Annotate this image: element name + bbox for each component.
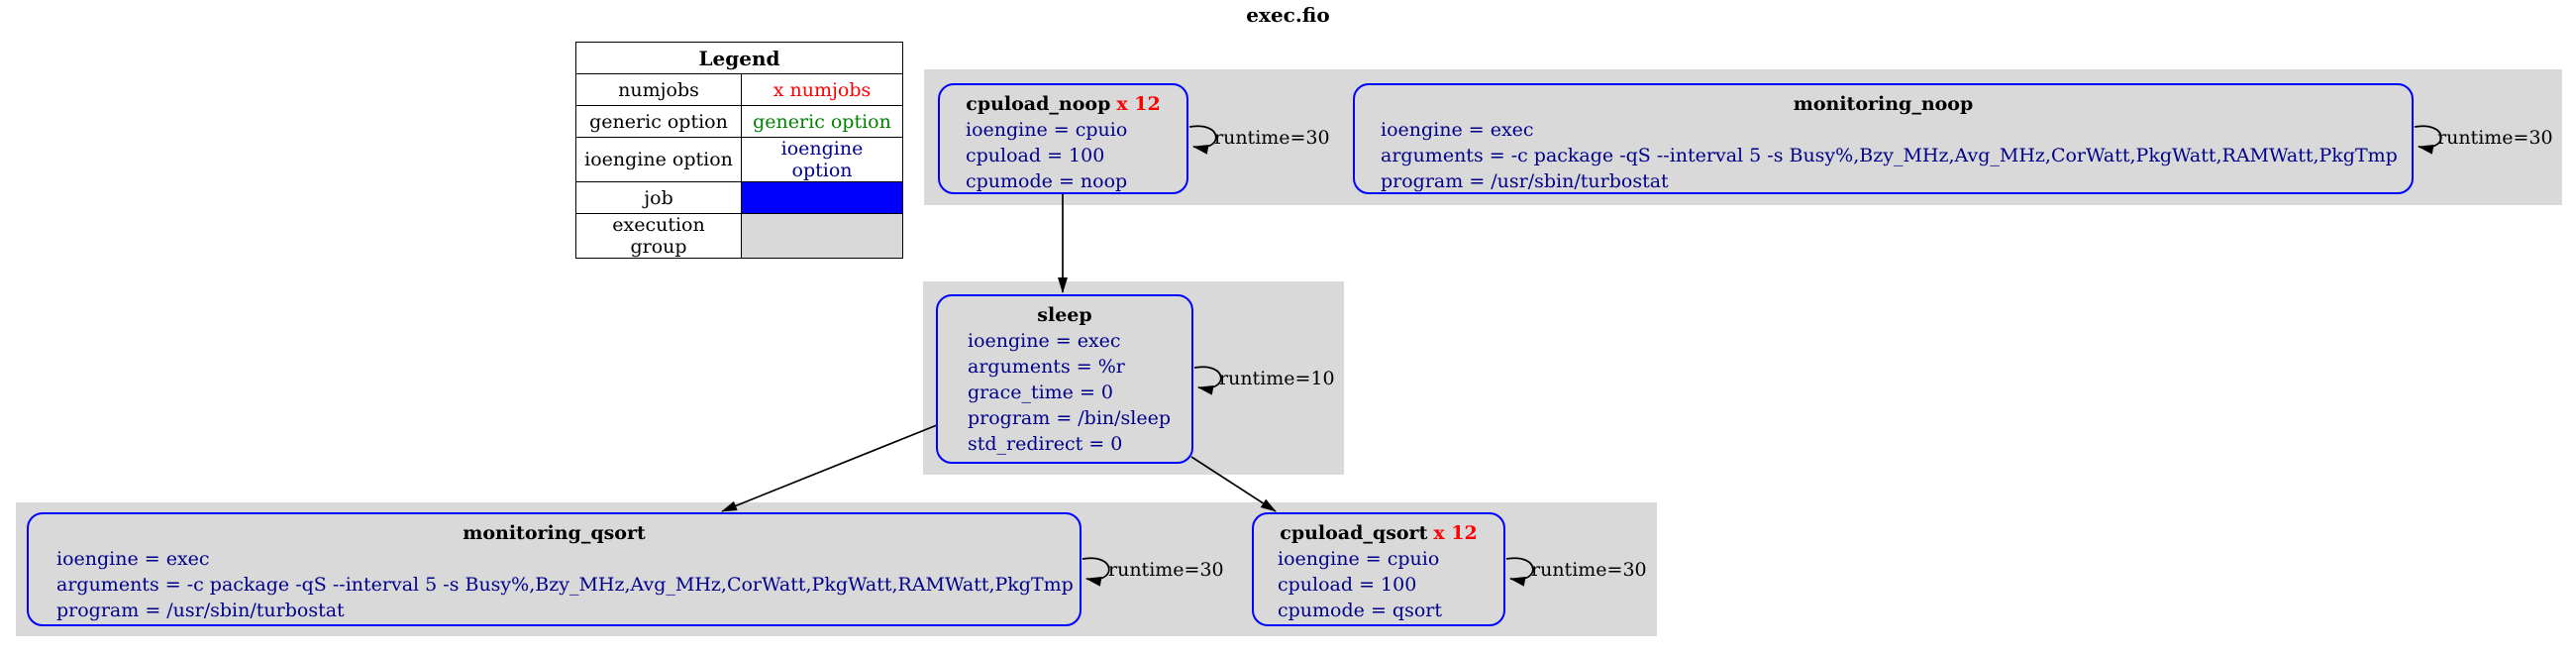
runtime-label-monitoring_noop: runtime=30 bbox=[2437, 127, 2553, 149]
job-options: ioengine = exec arguments = -c package -… bbox=[1355, 117, 2412, 194]
job-option: ioengine = exec bbox=[1381, 119, 1534, 141]
legend-header-row: Legend bbox=[575, 42, 903, 74]
job-option: ioengine = cpuio bbox=[1278, 548, 1440, 570]
legend-table: Legend numjobs x numjobs generic option … bbox=[575, 42, 903, 259]
job-option: cpuload = 100 bbox=[1278, 574, 1417, 596]
job-option: ioengine = exec bbox=[56, 548, 210, 570]
legend-label: numjobs bbox=[575, 73, 742, 106]
job-name: monitoring_qsort bbox=[463, 522, 646, 544]
legend-row-generic-option: generic option generic option bbox=[575, 105, 903, 138]
edge-sleep-monitoring_qsort bbox=[721, 424, 938, 512]
job-option: program = /bin/sleep bbox=[968, 407, 1172, 429]
legend-header: Legend bbox=[575, 42, 903, 74]
job-option: cpuload = 100 bbox=[966, 145, 1105, 166]
job-option: arguments = %r bbox=[968, 356, 1125, 378]
job-option: program = /usr/sbin/turbostat bbox=[56, 600, 345, 621]
legend-sample-ioengine: ioengine option bbox=[741, 137, 903, 182]
job-title: sleep bbox=[938, 302, 1191, 328]
job-node-monitoring_noop: monitoring_noop ioengine = exec argument… bbox=[1353, 83, 2414, 194]
legend-label: execution group bbox=[575, 213, 742, 259]
job-node-monitoring_qsort: monitoring_qsort ioengine = exec argumen… bbox=[27, 512, 1082, 626]
job-name: sleep bbox=[1037, 304, 1092, 326]
legend-sample-generic: generic option bbox=[741, 105, 903, 138]
runtime-label-sleep: runtime=10 bbox=[1219, 368, 1335, 389]
legend-label: ioengine option bbox=[575, 137, 742, 182]
execution-group-sleep bbox=[923, 281, 1344, 475]
job-option: ioengine = exec bbox=[968, 330, 1121, 352]
legend-sample-numjobs: x numjobs bbox=[741, 73, 903, 106]
job-title: monitoring_qsort bbox=[29, 520, 1080, 546]
runtime-label-cpuload_qsort: runtime=30 bbox=[1531, 559, 1647, 581]
job-title: monitoring_noop bbox=[1355, 91, 2412, 117]
job-options: ioengine = exec arguments = -c package -… bbox=[29, 546, 1080, 623]
job-option: cpumode = qsort bbox=[1278, 600, 1442, 621]
job-option: program = /usr/sbin/turbostat bbox=[1381, 170, 1669, 192]
legend-row-ioengine-option: ioengine option ioengine option bbox=[575, 137, 903, 182]
legend-swatch-execution-group bbox=[741, 213, 903, 259]
job-option: arguments = -c package -qS --interval 5 … bbox=[56, 574, 1074, 596]
job-options: ioengine = cpuio cpuload = 100 cpumode =… bbox=[940, 117, 1186, 194]
job-options: ioengine = cpuio cpuload = 100 cpumode =… bbox=[1254, 546, 1503, 623]
job-numjobs: x 12 bbox=[1116, 93, 1161, 115]
diagram-title: exec.fio bbox=[1246, 3, 1330, 27]
job-node-sleep: sleep ioengine = exec arguments = %r gra… bbox=[936, 294, 1193, 464]
job-numjobs: x 12 bbox=[1433, 522, 1478, 544]
legend-swatch-job bbox=[741, 181, 903, 214]
job-name: cpuload_qsort bbox=[1280, 522, 1428, 544]
job-name: monitoring_noop bbox=[1793, 93, 1974, 115]
legend-row-numjobs: numjobs x numjobs bbox=[575, 73, 903, 106]
runtime-label-cpuload_noop: runtime=30 bbox=[1214, 127, 1330, 149]
legend-label: job bbox=[575, 181, 742, 214]
job-name: cpuload_noop bbox=[966, 93, 1111, 115]
legend-label: generic option bbox=[575, 105, 742, 138]
legend-row-job: job bbox=[575, 181, 903, 214]
job-option: grace_time = 0 bbox=[968, 382, 1114, 403]
execution-group-qsort bbox=[16, 502, 1657, 636]
runtime-label-monitoring_qsort: runtime=30 bbox=[1108, 559, 1224, 581]
job-option: cpumode = noop bbox=[966, 170, 1128, 192]
job-option: arguments = -c package -qS --interval 5 … bbox=[1381, 145, 2398, 166]
job-option: ioengine = cpuio bbox=[966, 119, 1128, 141]
job-option: std_redirect = 0 bbox=[968, 433, 1123, 455]
legend-row-execution-group: execution group bbox=[575, 213, 903, 259]
job-options: ioengine = exec arguments = %r grace_tim… bbox=[938, 328, 1191, 457]
